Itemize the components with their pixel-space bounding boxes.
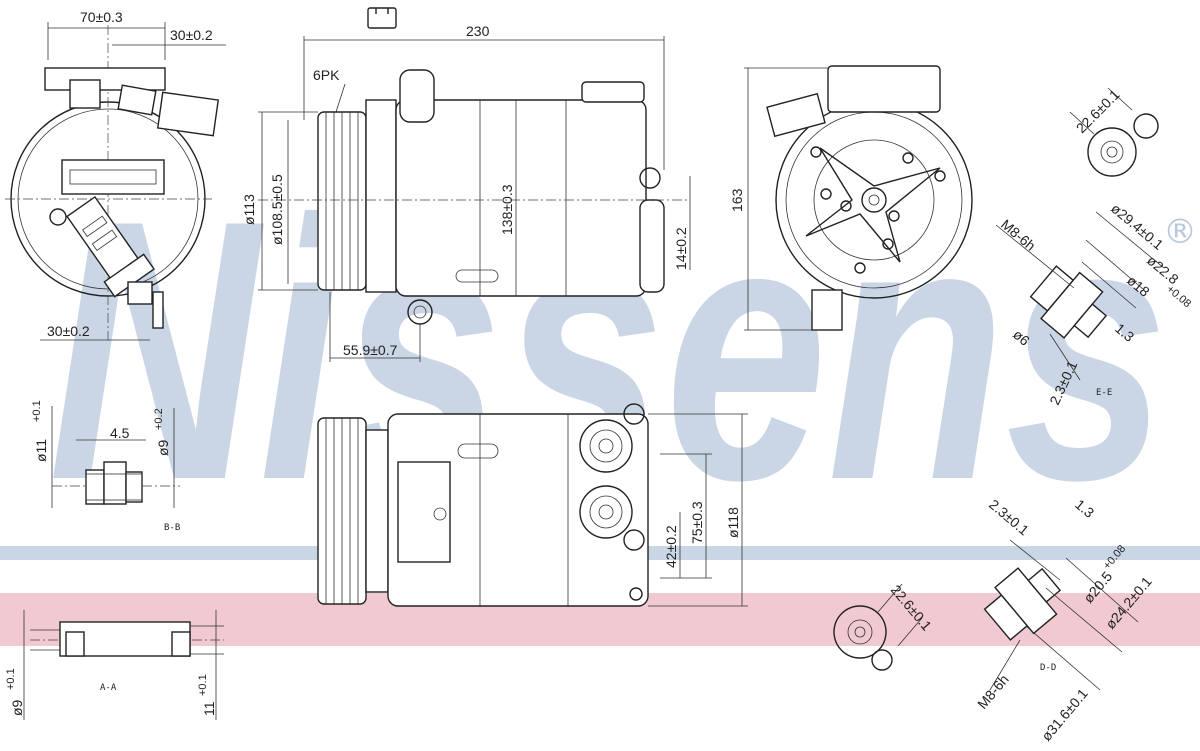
bb-dim-11: ø11 (33, 439, 49, 462)
aa-dim-11-tol: +0.1 (197, 674, 209, 696)
aa-dim-11: 11 (201, 701, 217, 716)
bb-dim-9: ø9 (155, 439, 171, 456)
dd-dim-31: ø31.6±0.1 (1038, 685, 1091, 744)
bb-dim-4-5: 4.5 (110, 425, 130, 441)
bb-dim-9-tol: +0.2 (153, 408, 165, 430)
dim-dia-108: ø108.5±0.5 (269, 174, 285, 245)
front-view: 163 (729, 65, 973, 331)
registered-mark: ® (1163, 212, 1197, 252)
dim-70: 70±0.3 (80, 9, 123, 25)
dim-75: 75±0.3 (689, 501, 705, 544)
dim-163: 163 (729, 188, 745, 212)
dim-30-bottom: 30±0.2 (47, 323, 90, 339)
aa-dim-9-tol: +0.1 (5, 668, 17, 690)
dd-label: D-D (1040, 663, 1056, 673)
dim-dia-113: ø113 (241, 194, 257, 225)
bb-label: B-B (164, 523, 180, 533)
side-view: 230 6PK ø113 ø108.5±0.5 138±0.3 14±0.2 (241, 7, 691, 362)
ee-dim-18-tol: +0.08 (1164, 283, 1193, 310)
bottom-view: ø118 75±0.3 42±0.2 (317, 403, 748, 607)
dim-14: 14±0.2 (673, 227, 689, 270)
dd-thread: M8-6h (974, 671, 1012, 712)
section-b-b: 4.5 ø11 +0.1 ø9 +0.2 B-B (31, 400, 180, 533)
aa-dim-9: ø9 (9, 699, 25, 716)
dim-55-9: 55.9±0.7 (343, 342, 398, 358)
aa-label: A-A (100, 683, 117, 693)
dim-30-top: 30±0.2 (170, 27, 213, 43)
section-a-a: A-A ø9 +0.1 11 +0.1 (5, 610, 224, 720)
label-6pk: 6PK (313, 67, 340, 83)
bb-dim-11-tol: +0.1 (31, 400, 43, 422)
dim-138: 138±0.3 (499, 184, 515, 235)
rear-view: 70±0.3 30±0.2 30±0.2 (5, 9, 226, 341)
ee-label: E-E (1096, 388, 1112, 398)
dim-42: 42±0.2 (663, 525, 679, 568)
electrical-connector-icon (367, 7, 397, 29)
dim-dia-118: ø118 (725, 507, 741, 538)
dim-230: 230 (466, 23, 490, 39)
